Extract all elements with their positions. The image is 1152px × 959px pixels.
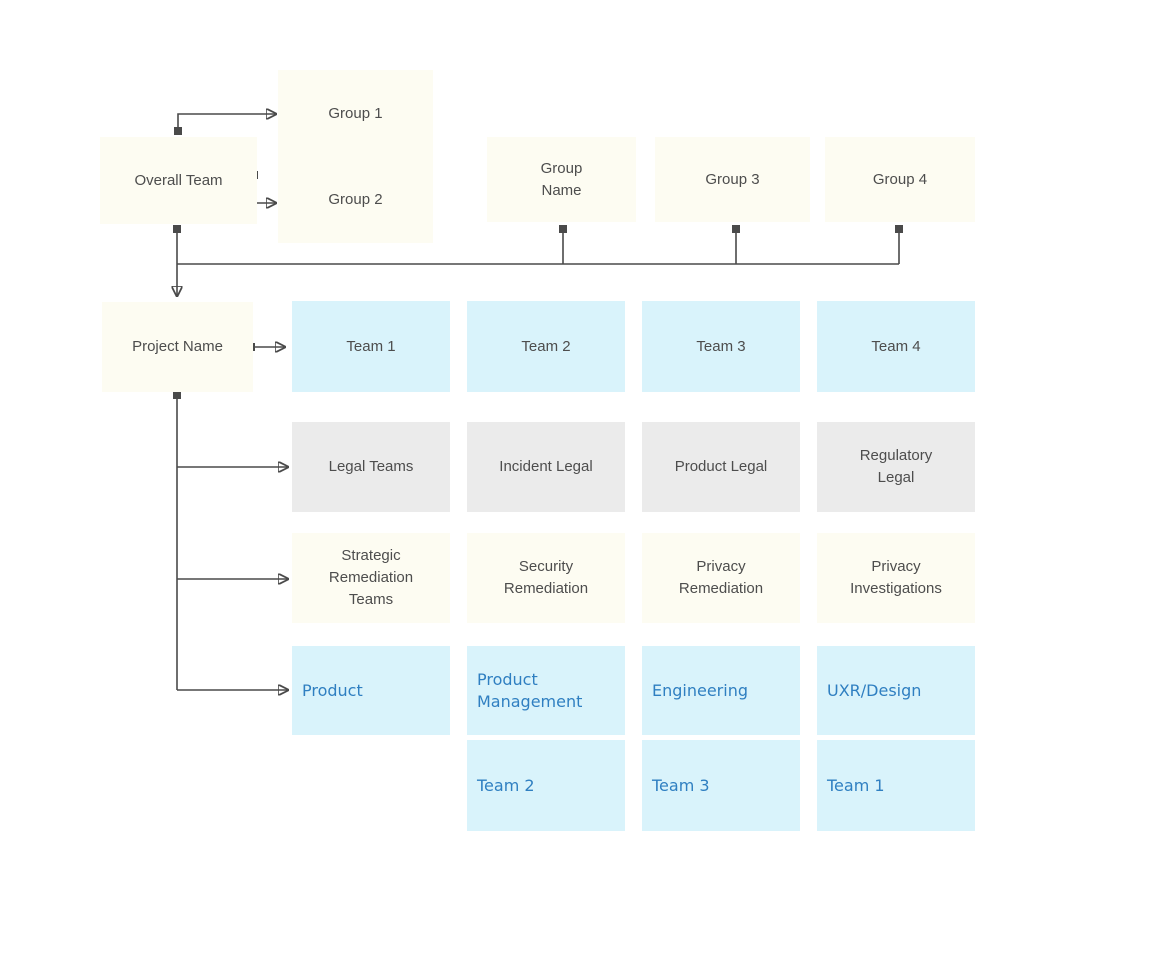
node-group-4: Group 4 (825, 137, 975, 222)
node-overall-team: Overall Team (100, 137, 257, 224)
node-group-1-label: Group 1 (328, 104, 383, 122)
cell-privacy-remediation: Privacy Remediation (642, 533, 800, 623)
cell-legal-teams-label: Legal Teams (328, 458, 414, 475)
cell-product: Product (292, 646, 450, 735)
cell-privacy-remediation-label: Privacy Remediation (678, 558, 764, 597)
cell-subteam-1-label: Team 1 (827, 775, 885, 795)
cell-team-1-label: Team 1 (346, 337, 396, 355)
node-group-2: Group 2 (278, 157, 433, 244)
cell-team-2-label: Team 2 (521, 337, 571, 355)
cell-incident-legal-label: Incident Legal (499, 458, 593, 475)
node-group-3: Group 3 (655, 137, 810, 222)
cell-privacy-investigations: Privacy Investigations (817, 533, 975, 623)
cell-strategic-remediation-teams-label: Strategic Remediation Teams (328, 547, 414, 608)
cell-team-4-label: Team 4 (871, 337, 921, 355)
cell-team-4: Team 4 (817, 301, 975, 392)
cell-uxr-design-label: UXR/Design (827, 680, 922, 700)
cell-subteam-3: Team 3 (642, 740, 800, 831)
node-project-name-label: Project Name (132, 338, 223, 355)
node-group-1-2-container: Group 1 Group 2 (278, 70, 433, 243)
cell-team-1: Team 1 (292, 301, 450, 392)
cell-engineering-label: Engineering (652, 680, 748, 700)
node-overall-team-label: Overall Team (134, 171, 223, 189)
node-group-name: Group Name (487, 137, 636, 222)
cell-regulatory-legal: Regulatory Legal (817, 422, 975, 512)
node-group-3-label: Group 3 (705, 170, 760, 188)
node-group-name-label: Group Name (540, 159, 583, 199)
node-project-name: Project Name (102, 302, 253, 392)
node-group-2-label: Group 2 (328, 191, 383, 209)
cell-product-management-label: Product Management (477, 669, 583, 711)
cell-privacy-investigations-label: Privacy Investigations (850, 558, 942, 597)
cell-legal-teams: Legal Teams (292, 422, 450, 512)
cell-team-3-label: Team 3 (696, 337, 746, 355)
cell-product-legal-label: Product Legal (674, 458, 768, 475)
cell-product-label: Product (302, 680, 363, 700)
cell-subteam-3-label: Team 3 (652, 775, 710, 795)
cell-incident-legal: Incident Legal (467, 422, 625, 512)
connector-overall-to-group2 (254, 175, 276, 203)
connector-overall-to-group1 (178, 114, 276, 131)
cell-strategic-remediation-teams: Strategic Remediation Teams (292, 533, 450, 623)
cell-security-remediation: Security Remediation (467, 533, 625, 623)
cell-regulatory-legal-label: Regulatory Legal (859, 447, 933, 486)
cell-product-management: Product Management (467, 646, 625, 735)
cell-subteam-2-label: Team 2 (477, 775, 535, 795)
cell-product-legal: Product Legal (642, 422, 800, 512)
cell-uxr-design: UXR/Design (817, 646, 975, 735)
cell-team-2: Team 2 (467, 301, 625, 392)
cell-engineering: Engineering (642, 646, 800, 735)
cell-security-remediation-label: Security Remediation (503, 558, 589, 597)
node-group-1: Group 1 (278, 70, 433, 157)
node-group-4-label: Group 4 (872, 170, 928, 188)
cell-team-3: Team 3 (642, 301, 800, 392)
cell-subteam-2: Team 2 (467, 740, 625, 831)
cell-subteam-1: Team 1 (817, 740, 975, 831)
